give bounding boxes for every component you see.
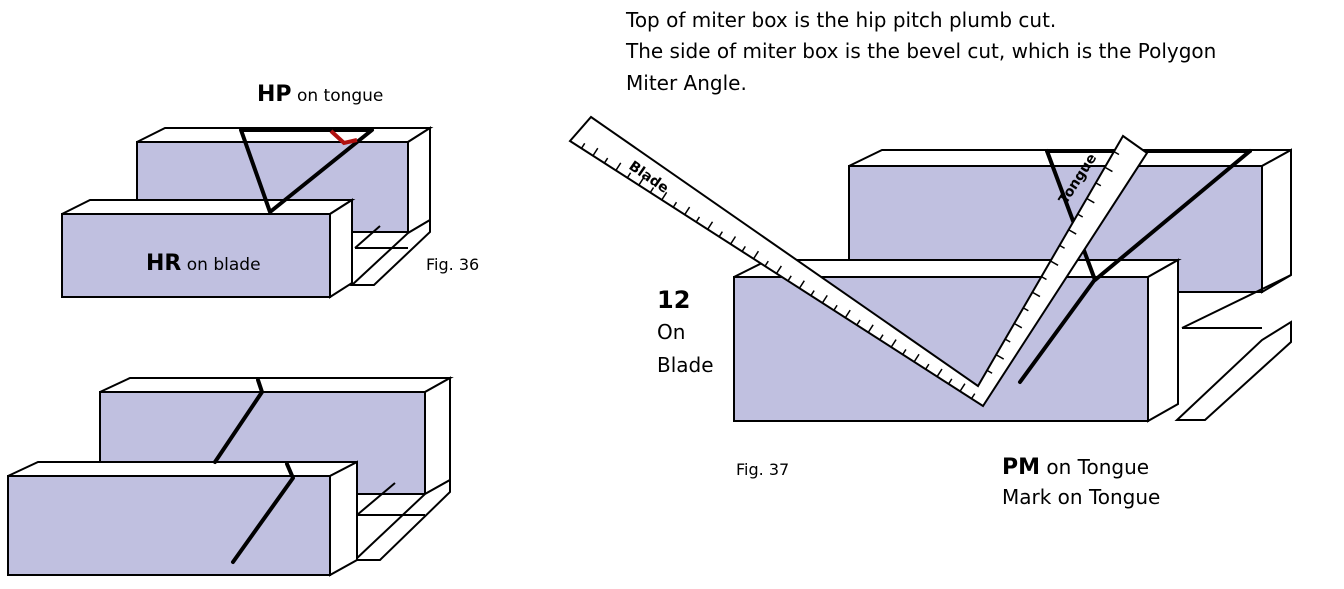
tongue-tick — [1113, 150, 1120, 156]
blade-tick — [638, 177, 645, 186]
lower-back-wall-top — [99, 377, 454, 393]
fig36-hp-bold: HP — [257, 82, 292, 107]
tongue-tick — [1077, 213, 1084, 218]
fig36-hp-rest: on tongue — [292, 86, 384, 106]
blade-tick — [970, 393, 976, 400]
blade-tick — [649, 187, 655, 193]
fig36-label: Fig. 36 — [426, 255, 479, 274]
blade-tick — [959, 383, 966, 392]
square-body — [568, 115, 1149, 408]
fig36-floor — [349, 218, 431, 286]
lower-front-wall-top — [7, 461, 358, 477]
blade-tick — [913, 353, 920, 363]
blade-word-label: Blade — [657, 353, 714, 377]
blade-tick — [707, 221, 714, 230]
lower-back-wall-end — [424, 376, 451, 496]
fig37-front-wall-end — [1147, 258, 1179, 423]
blade-tick — [775, 265, 782, 274]
framing-square — [568, 115, 1149, 408]
fig36-back-wall-end — [407, 126, 431, 235]
blade-tick — [936, 368, 943, 377]
blade-tick — [902, 349, 907, 355]
fig36-floor-edge — [354, 225, 381, 249]
tongue-tick — [1104, 166, 1113, 173]
blade-tick — [603, 157, 609, 164]
lower-back-cut-line — [213, 378, 264, 464]
fig36-hr-label: HR on blade — [146, 251, 261, 276]
fig36-hr-bold: HR — [146, 251, 181, 276]
tongue-tick — [1095, 182, 1102, 187]
fig37-back-wall-end — [1261, 148, 1292, 294]
blade-tick — [752, 250, 760, 260]
blade-tick — [821, 294, 828, 304]
fig37-caption-line2: The side of miter box is the bevel cut, … — [625, 39, 1216, 63]
fig36-hr-rest: on blade — [181, 255, 260, 275]
tongue-tick — [1032, 291, 1041, 298]
blade-tick — [947, 378, 953, 385]
mark-on-tongue-label: Mark on Tongue — [1002, 485, 1160, 509]
twelve-number: 12 — [657, 286, 690, 314]
blade-tick — [741, 245, 746, 252]
blade-tick — [695, 216, 701, 223]
pm-rest: on Tongue — [1040, 455, 1149, 479]
blade-tick — [615, 162, 622, 171]
blade-tick — [879, 334, 884, 341]
tongue-ticks — [986, 150, 1120, 374]
tongue-tick — [1050, 260, 1059, 266]
tongue-tick — [1022, 307, 1029, 312]
blade-tick — [798, 280, 805, 289]
blade-tick — [580, 142, 586, 149]
blade-tick — [810, 290, 815, 296]
blade-tick — [729, 236, 737, 245]
fig36-front-wall-end — [329, 198, 353, 299]
fig37-caption-line3: Miter Angle. — [626, 71, 747, 95]
blade-ticks — [580, 142, 976, 400]
tongue-tick — [1068, 229, 1077, 235]
tongue-tick — [995, 354, 1005, 360]
fig36-front-wall-face — [61, 213, 331, 298]
pm-label: PM on Tongue — [1002, 455, 1149, 480]
fig37-floor — [1174, 320, 1292, 421]
tongue-tick — [1059, 244, 1065, 249]
blade-tick — [672, 201, 678, 208]
fig36-miter-box — [61, 126, 434, 299]
lower-front-wall-face — [7, 475, 331, 576]
tongue-tick — [1086, 197, 1095, 204]
blade-tick — [890, 339, 897, 348]
fig36-hp-cut-line — [239, 128, 374, 214]
tongue-tick — [1041, 275, 1047, 281]
on-label: On — [657, 320, 685, 344]
fig37-floor-edge — [1181, 274, 1292, 329]
tongue-tick — [986, 369, 993, 374]
lower-front-wall-end — [329, 460, 358, 577]
fig37-miter-box — [733, 148, 1292, 423]
blade-tick — [925, 363, 930, 370]
fig36-hp-label: HP on tongue — [257, 82, 383, 107]
lower-miter-box — [7, 376, 454, 577]
lower-floor — [352, 478, 451, 561]
fig36-front-wall-top — [61, 199, 356, 215]
fig37-bevel-cut-line — [1018, 276, 1098, 384]
blade-tick — [844, 309, 851, 319]
blade-tick — [592, 147, 599, 157]
lower-front-cut-line — [231, 462, 295, 564]
tongue-tick — [1004, 338, 1011, 343]
fig37-front-wall-face — [733, 276, 1149, 422]
pm-bold: PM — [1002, 455, 1040, 480]
blade-tick — [684, 206, 691, 216]
fig37-caption-line1: Top of miter box is the hip pitch plumb … — [625, 8, 1056, 32]
blade-tick — [764, 260, 769, 267]
blade-tick — [787, 275, 792, 282]
tongue-tick — [1013, 322, 1023, 329]
blade-tick — [856, 319, 861, 326]
blade-tick — [867, 324, 874, 333]
fig37-label: Fig. 37 — [736, 460, 789, 479]
lower-floor-edge — [356, 482, 396, 516]
blade-tick — [626, 172, 632, 179]
blade-tick — [661, 191, 668, 201]
blade-tick — [718, 231, 724, 238]
blade-tick — [833, 304, 838, 311]
fig36-angle-mark — [329, 129, 358, 146]
